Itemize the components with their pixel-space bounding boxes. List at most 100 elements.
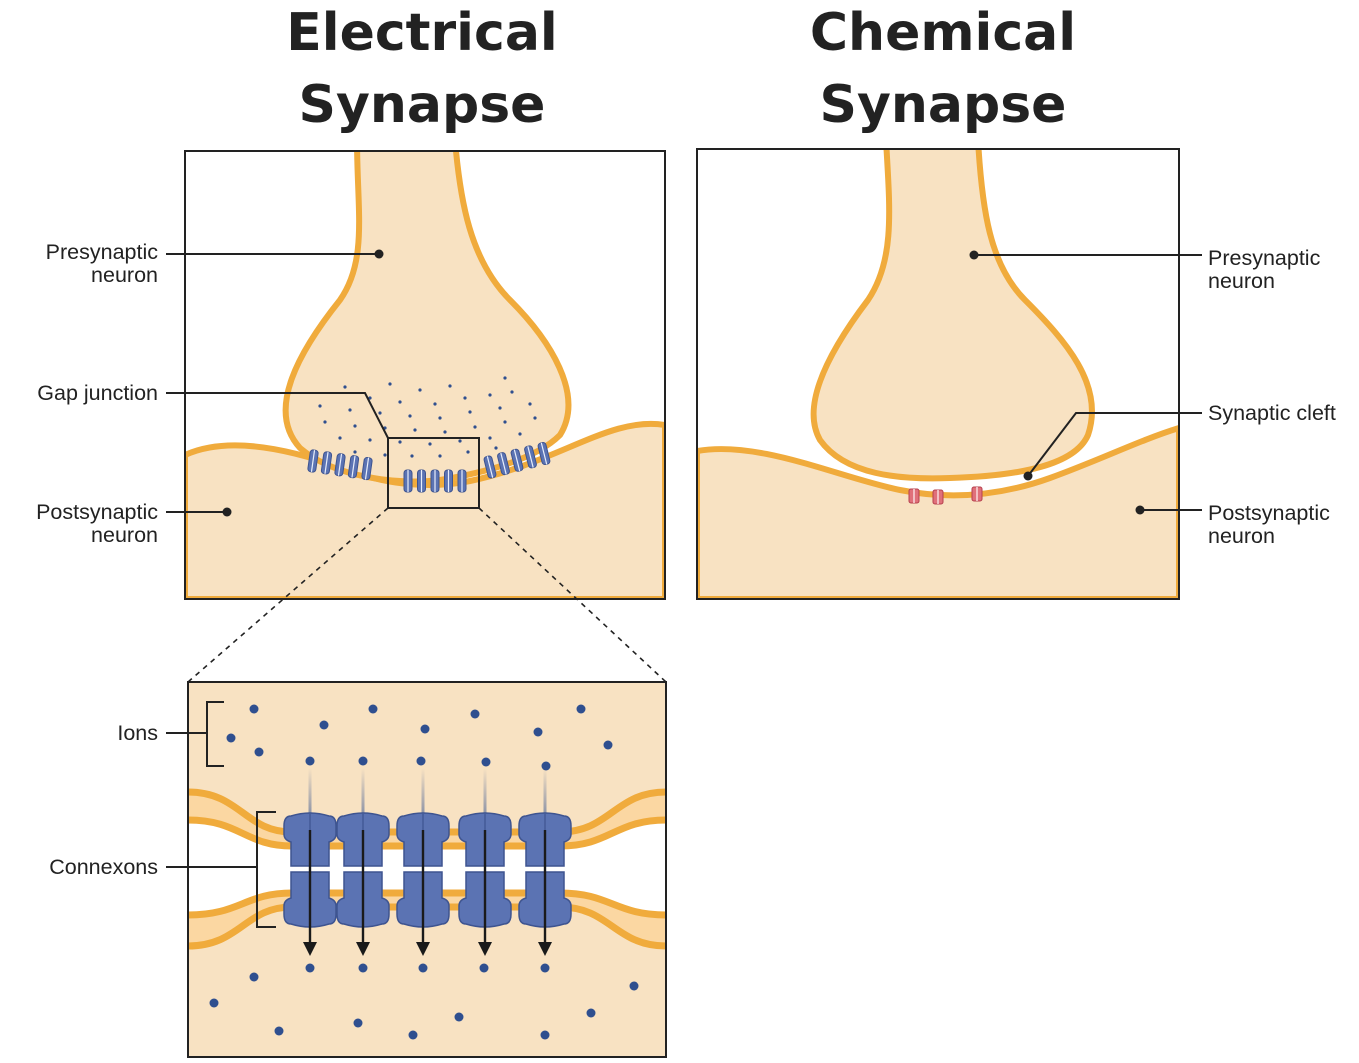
connexon-channel-icon — [417, 469, 426, 493]
ion-icon — [368, 704, 378, 714]
label-gap-junction: Gap junction — [37, 381, 158, 405]
label-presynaptic-neuron-line2: neuron — [91, 263, 158, 287]
arrow-down-icon — [303, 830, 317, 956]
chemical-title-line1: Chemical — [810, 3, 1076, 63]
ion-icon — [540, 1030, 550, 1040]
vesicle-dot — [353, 424, 357, 428]
vesicle-dot — [468, 410, 472, 414]
vesicle-dot — [498, 406, 502, 410]
vesicle-dot — [408, 414, 412, 418]
arrow-down-icon — [356, 830, 370, 956]
ion-icon — [416, 756, 426, 766]
label-chem-presynaptic-neuron-line1: Presynaptic — [1208, 246, 1321, 270]
label-chem-presynaptic-neuron-line2: neuron — [1208, 269, 1275, 293]
vesicle-dot — [353, 450, 357, 454]
vesicle-dot — [438, 416, 442, 420]
leader-synaptic-cleft — [1027, 412, 1202, 477]
gap-junction-inset — [188, 682, 666, 1057]
label-chem-postsynaptic-neuron-line2: neuron — [1208, 524, 1275, 548]
ion-icon — [481, 757, 491, 767]
ion-icon — [353, 1018, 363, 1028]
electrical-panel-frame — [184, 150, 666, 600]
electrical-presynaptic-terminal — [282, 151, 572, 485]
ion-icon — [249, 704, 259, 714]
connexon-channel-icon — [497, 452, 510, 476]
chemical-panel-frame — [696, 148, 1180, 600]
vesicle-dot — [398, 440, 402, 444]
vesicle-dot — [494, 446, 498, 450]
connexon-channel-icon — [444, 469, 453, 493]
vesicle-dot — [438, 454, 442, 458]
electrical-title-line1: Electrical — [286, 3, 558, 63]
vesicle-dot — [368, 396, 372, 400]
neurotransmitter-receptor-icon — [971, 486, 983, 502]
connexon-channel-icon — [510, 448, 524, 472]
label-postsynaptic-neuron-line1: Postsynaptic — [36, 500, 158, 524]
ion-icon — [209, 998, 219, 1008]
vesicle-dot — [343, 385, 347, 389]
ion-icon — [533, 727, 543, 737]
vesicle-dot — [528, 402, 532, 406]
inset-panel-frame — [187, 681, 667, 1058]
ion-icon — [420, 724, 430, 734]
connexon-channel-icon — [524, 445, 537, 469]
vesicle-dot — [458, 439, 462, 443]
vesicle-dot — [433, 402, 437, 406]
vesicle-dot — [418, 388, 422, 392]
ion-icon — [226, 733, 236, 743]
connexon-channel-icon — [307, 449, 319, 473]
vesicle-dot — [378, 411, 382, 415]
ion-icon — [576, 704, 586, 714]
zoom-line-right — [478, 507, 667, 683]
chemical-presynaptic-terminal — [810, 149, 1095, 482]
vesicle-dot — [388, 382, 392, 386]
ion-icon — [408, 1030, 418, 1040]
ion-icon — [479, 963, 489, 973]
vesicle-dot — [348, 408, 352, 412]
vesicle-dot — [443, 430, 447, 434]
ion-icon — [254, 747, 264, 757]
connexon-channel-icon — [320, 451, 333, 475]
connexon-channel-icon — [483, 455, 497, 479]
zoom-line-left — [187, 507, 389, 683]
label-ions: Ions — [117, 721, 158, 745]
electrical-title-line2: Synapse — [299, 75, 546, 135]
arrow-down-icon — [538, 830, 552, 956]
ion-icon — [305, 963, 315, 973]
label-chem-postsynaptic-neuron-line1: Postsynaptic — [1208, 501, 1330, 525]
connexon-channel-icon — [403, 469, 413, 493]
leader-dot-chem-postsynaptic — [1135, 505, 1145, 515]
vesicle-dot — [518, 432, 522, 436]
ion-icon — [603, 740, 613, 750]
connexon-channel-icon — [361, 457, 373, 481]
label-postsynaptic-neuron-line2: neuron — [91, 523, 158, 547]
vesicle-dot — [448, 384, 452, 388]
connexon-channel-icon — [347, 455, 360, 479]
vesicle-dot — [488, 436, 492, 440]
arrow-down-icon — [478, 830, 492, 956]
vesicle-dot — [466, 450, 470, 454]
connexon-channel-icon — [537, 442, 551, 466]
leader-dot-postsynaptic — [222, 507, 232, 517]
chemical-synapse-panel — [697, 149, 1179, 599]
leader-dot-chem-presynaptic — [969, 250, 979, 260]
ion-icon — [454, 1012, 464, 1022]
ion-icon — [249, 972, 259, 982]
ion-icon — [319, 720, 329, 730]
ions-group — [209, 704, 639, 1040]
leader-dot-synaptic-cleft — [1023, 471, 1033, 481]
vesicle-dot — [410, 454, 414, 458]
arrow-down-icon — [416, 830, 430, 956]
vesicle-dot — [323, 420, 327, 424]
chemical-title-line2: Synapse — [820, 75, 1067, 135]
vesicle-dot — [428, 442, 432, 446]
vesicle-dot — [338, 436, 342, 440]
vesicle-dot — [503, 376, 507, 380]
ion-icon — [274, 1026, 284, 1036]
label-presynaptic-neuron-line1: Presynaptic — [46, 240, 159, 264]
ion-icon — [629, 981, 639, 991]
vesicle-dot — [318, 404, 322, 408]
label-synaptic-cleft: Synaptic cleft — [1208, 401, 1336, 425]
connexon-channel-icon — [430, 469, 440, 493]
